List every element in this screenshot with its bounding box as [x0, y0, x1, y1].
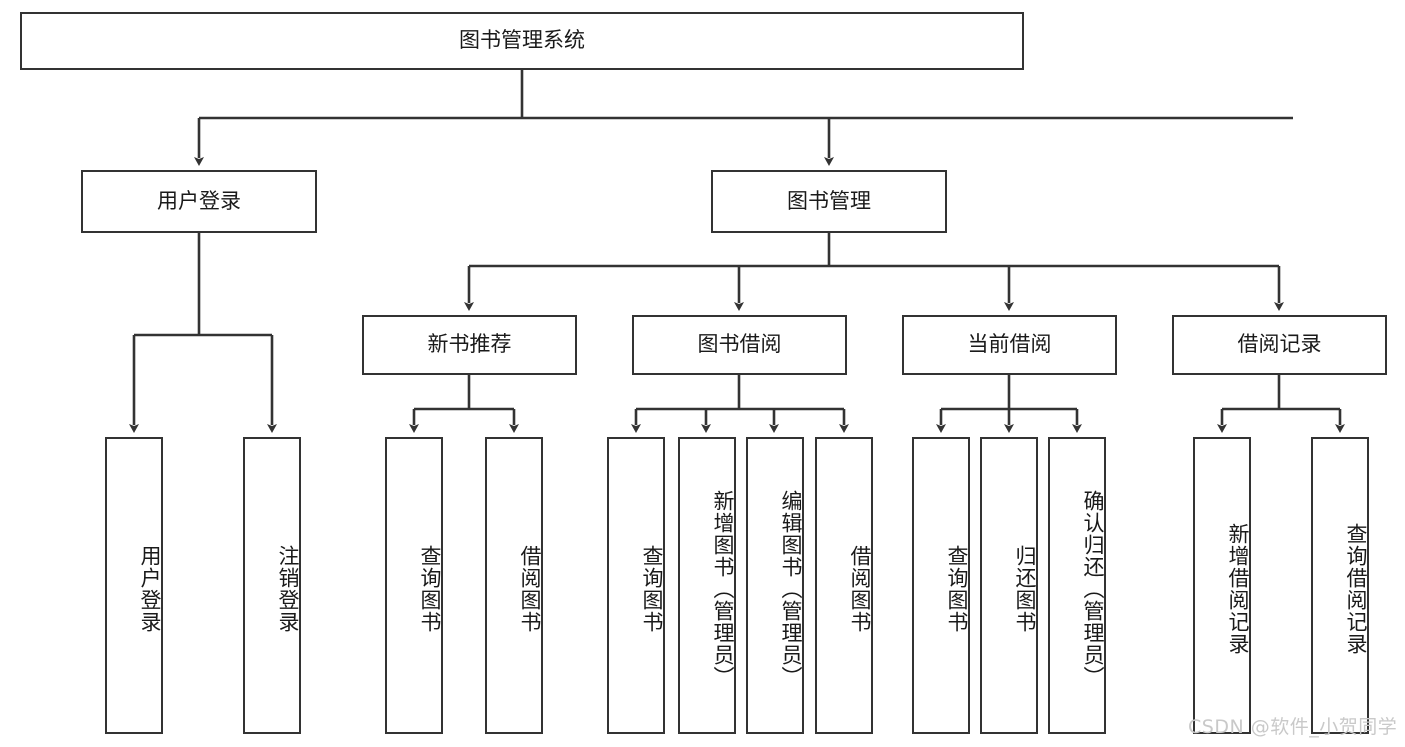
- node-book-borrow-label: 图书借阅: [697, 332, 782, 357]
- leaf-record-add[interactable]: 新增借阅记录: [1193, 437, 1251, 734]
- leaf-currentborrow-confirm-return[interactable]: 确认归还（管理员）: [1048, 437, 1106, 734]
- leaf-bookborrow-edit[interactable]: 编辑图书（管理员）: [746, 437, 804, 734]
- leaf-bookborrow-query[interactable]: 查询图书: [607, 437, 665, 734]
- leaf-user-login-signin-label: 用户登录: [138, 544, 162, 633]
- node-root[interactable]: 图书管理系统: [20, 12, 1024, 70]
- node-borrow-record[interactable]: 借阅记录: [1172, 315, 1387, 375]
- leaf-record-add-label: 新增借阅记录: [1226, 522, 1250, 655]
- leaf-bookborrow-borrow-label: 借阅图书: [848, 544, 872, 633]
- node-book-management-label: 图书管理: [787, 188, 871, 213]
- leaf-record-query[interactable]: 查询借阅记录: [1311, 437, 1369, 734]
- leaf-user-login-signout-label: 注销登录: [276, 544, 300, 633]
- leaf-currentborrow-query[interactable]: 查询图书: [912, 437, 970, 734]
- leaf-newbook-query-label: 查询图书: [418, 544, 442, 633]
- leaf-currentborrow-return[interactable]: 归还图书: [980, 437, 1038, 734]
- node-book-borrow[interactable]: 图书借阅: [632, 315, 847, 375]
- node-user-login-label: 用户登录: [157, 188, 241, 213]
- leaf-record-query-label: 查询借阅记录: [1344, 522, 1368, 655]
- leaf-currentborrow-query-label: 查询图书: [945, 544, 969, 633]
- leaf-newbook-query[interactable]: 查询图书: [385, 437, 443, 734]
- leaf-newbook-borrow[interactable]: 借阅图书: [485, 437, 543, 734]
- node-borrow-record-label: 借阅记录: [1237, 332, 1322, 357]
- leaf-bookborrow-borrow[interactable]: 借阅图书: [815, 437, 873, 734]
- node-root-label: 图书管理系统: [459, 28, 585, 53]
- leaf-currentborrow-return-label: 归还图书: [1013, 544, 1037, 633]
- leaf-newbook-borrow-label: 借阅图书: [518, 544, 542, 633]
- node-current-borrow-label: 当前借阅: [967, 332, 1052, 357]
- leaf-currentborrow-confirm-return-label: 确认归还（管理员）: [1081, 489, 1105, 688]
- node-book-management[interactable]: 图书管理: [711, 170, 947, 233]
- node-current-borrow[interactable]: 当前借阅: [902, 315, 1117, 375]
- node-new-book-recommend-label: 新书推荐: [427, 332, 512, 357]
- leaf-user-login-signout[interactable]: 注销登录: [243, 437, 301, 734]
- leaf-user-login-signin[interactable]: 用户登录: [105, 437, 163, 734]
- node-new-book-recommend[interactable]: 新书推荐: [362, 315, 577, 375]
- node-user-login[interactable]: 用户登录: [81, 170, 317, 233]
- watermark: CSDN @软件_小贺同学: [1188, 716, 1398, 738]
- leaf-bookborrow-add[interactable]: 新增图书（管理员）: [678, 437, 736, 734]
- leaf-bookborrow-edit-label: 编辑图书（管理员）: [779, 489, 803, 688]
- leaf-bookborrow-query-label: 查询图书: [640, 544, 664, 633]
- leaf-bookborrow-add-label: 新增图书（管理员）: [711, 489, 735, 688]
